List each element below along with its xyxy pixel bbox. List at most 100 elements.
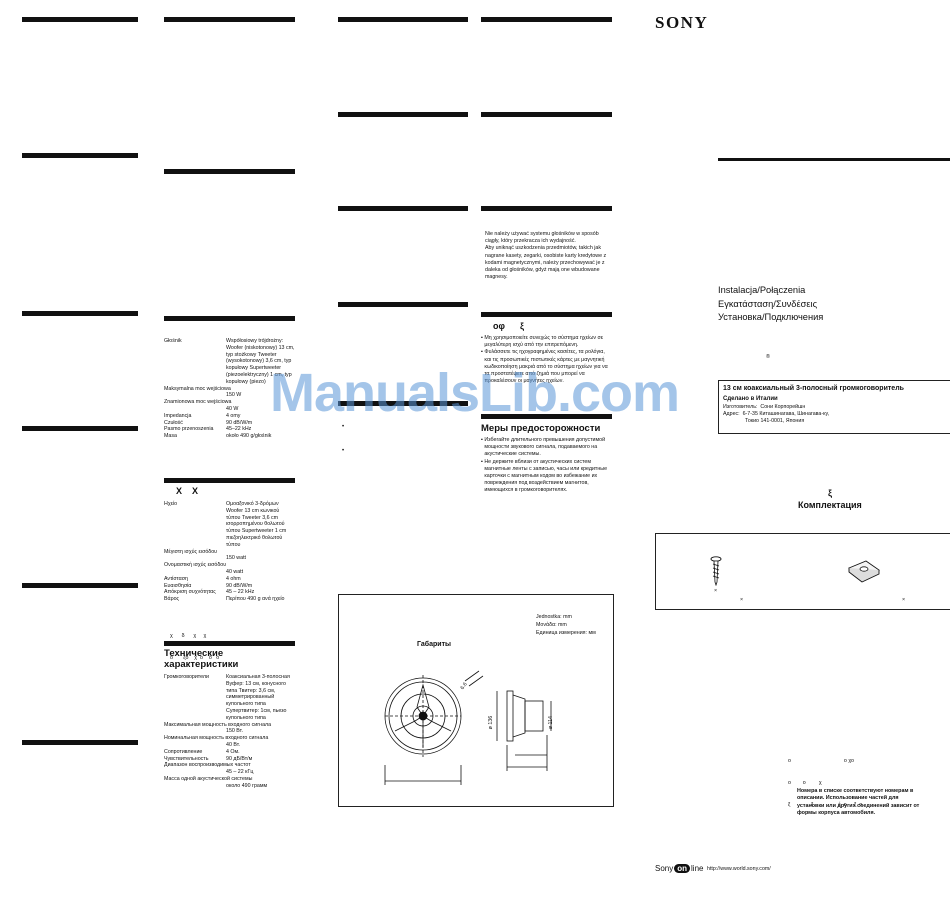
section-rule <box>338 112 468 117</box>
footer-line: ο ξο χ ο ο ο <box>170 655 220 662</box>
section-rule <box>22 17 138 22</box>
website-url: http://www.world.sony.com/ <box>707 866 771 872</box>
greek-notes: ▪ Μη χρησιμοποιείτε συνεχώς το σύστημα η… <box>481 335 612 385</box>
spec-key: Номинальная мощность входного сигнала <box>164 735 269 742</box>
list-item: ▪ Избегайте длительного превышения допус… <box>481 437 606 458</box>
spec-key: Μέγιστη ισχύς εισόδου <box>164 548 218 555</box>
list-item: ▪ Μη χρησιμοποιείτε συνεχώς το σύστημα η… <box>481 335 604 349</box>
logo-text: Sony <box>655 864 674 873</box>
parts-quantity: × <box>714 588 718 594</box>
spec-value: 150 W <box>226 392 242 399</box>
watermark: ManualsLib.com <box>270 363 680 423</box>
spec-value: 90 dB/W/m <box>226 419 253 426</box>
unit-label-polish: Jednostka: mm <box>536 614 572 620</box>
spec-value: 45–22 kHz <box>226 426 252 433</box>
section-rule <box>22 426 138 431</box>
spec-row: Чувствительность 90 дБ/Вт/м <box>164 756 295 763</box>
spec-row: 40 W <box>164 406 295 413</box>
bullet: • <box>342 424 345 430</box>
spec-value: około 490 g/głośnik <box>226 433 272 440</box>
spec-key: Masa <box>164 433 177 440</box>
cover-rule <box>718 158 950 161</box>
spec-key: Громкоговорители <box>164 674 209 680</box>
dimensions-diagram: Jednostka: mm Μονάδα: mm Единица измерен… <box>338 594 614 807</box>
section-rule <box>481 312 612 317</box>
spec-key: Чувствительность <box>164 755 209 762</box>
sony-online-logo: Sony on line <box>655 864 703 873</box>
spec-key: Масса одной акустической системы <box>164 775 253 782</box>
spec-row: около 490 грамм <box>164 783 295 790</box>
spec-row: 40 Вт. <box>164 742 295 749</box>
spec-row: 150 W <box>164 392 295 399</box>
spec-key: Сопротивление <box>164 748 203 755</box>
dimension-label: ø 136 <box>488 715 495 730</box>
spec-key: Βάρος <box>164 596 180 603</box>
spec-key: Ευαισθησία <box>164 582 192 589</box>
spec-row: Znamionowa moc wejściowa <box>164 399 295 406</box>
section-rule <box>338 206 468 211</box>
spec-value: 150 watt <box>226 555 247 562</box>
spec-value: 150 Вт. <box>226 728 243 735</box>
ru-precautions-list: ▪ Избегайте длительного превышения допус… <box>481 437 612 495</box>
spec-key: Czułość <box>164 419 183 426</box>
section-rule <box>22 311 138 316</box>
spec-row: Масса одной акустической системы <box>164 776 295 783</box>
logo-badge: on <box>674 864 691 873</box>
spec-value: Współosiowy trójdrożny: Woofer (niskoton… <box>226 338 295 385</box>
spec-key: Αντίσταση <box>164 575 188 582</box>
parts-box: × × × <box>655 533 950 610</box>
spec-value: 4 omy <box>226 412 241 419</box>
address: Адрес: 6-7-35 Киташинагава, Шинагава-ку, <box>723 411 830 417</box>
ru-precautions-title: Меры предосторожности <box>481 423 601 434</box>
spec-value: Ομοαξονικό 3-δρόμων Woofer 13 cm κωνικού… <box>226 501 287 548</box>
spec-row: Impedancja 4 omy <box>164 413 295 420</box>
spec-key: Impedancja <box>164 412 192 419</box>
section-rule <box>481 112 612 117</box>
made-in: Сделано в Италии <box>723 396 778 402</box>
parts-symbol: ξ <box>828 488 833 498</box>
section-rule <box>164 641 295 646</box>
greek-spec-footer: χ δ χ χ ο ξο χ ο ο ο <box>170 619 219 669</box>
spec-row: Сопротивление 4 Ом. <box>164 749 295 756</box>
spec-value: 40 watt <box>226 568 244 575</box>
ru-spec-title: Технические характеристики <box>164 648 239 670</box>
spec-row: Masa około 490 g/głośnik <box>164 433 295 440</box>
spec-key: Диапазон воспроизводимых частот <box>164 762 251 769</box>
product-title: 13 см коаксиальный 3-полосный громкогово… <box>723 385 904 392</box>
unit-label-greek: Μονάδα: mm <box>536 622 567 628</box>
polish-notes: Nie należy używać systemu głośników w sp… <box>485 231 607 281</box>
spec-key: Максимальная мощность входного сигнала <box>164 721 272 728</box>
spec-row: Ονομαστική ισχύς εισόδου <box>164 562 295 569</box>
city: Токио 141-0001, Япония <box>745 418 805 424</box>
spec-value: 90 dB/W/m <box>226 582 253 589</box>
spec-row: Βάρος Περίπου 490 g ανά ηχείο <box>164 596 295 603</box>
spec-row: Диапазон воспроизводимых частот <box>164 762 295 769</box>
screw-icon <box>710 556 722 586</box>
spec-row: 150 Вт. <box>164 728 295 735</box>
spec-row: 45 – 22 кГц <box>164 769 295 776</box>
spec-row: Maksymalna moc wejściowa <box>164 386 295 393</box>
spec-value: 90 дБ/Вт/м <box>226 755 253 762</box>
logo-text: line <box>691 864 704 873</box>
section-rule <box>481 206 612 211</box>
parts-quantity: × <box>740 597 744 603</box>
section-rule <box>22 740 138 745</box>
spec-key: Pasmo przenoszenia <box>164 426 214 433</box>
spec-row: Czułość 90 dB/W/m <box>164 420 295 427</box>
spec-value: 4 Ом. <box>226 748 240 755</box>
spec-value: Περίπου 490 g ανά ηχείο <box>226 596 285 603</box>
section-rule <box>338 401 468 406</box>
parts-quantity: × <box>902 597 906 603</box>
parts-title: Комплектация <box>798 500 862 510</box>
spec-row: Номинальная мощность входного сигнала <box>164 735 295 742</box>
spec-row: 150 watt <box>164 555 295 562</box>
spec-value: 45 – 22 кГц <box>226 769 254 776</box>
